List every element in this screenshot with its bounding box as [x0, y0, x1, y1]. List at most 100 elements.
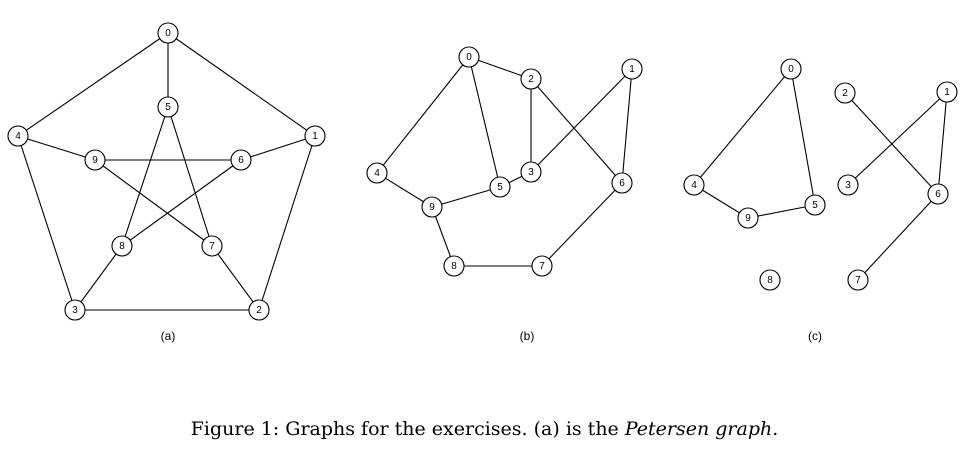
- panel-a-label: (a): [161, 329, 176, 343]
- node-circle: [520, 161, 542, 183]
- node-circle: [248, 299, 270, 321]
- edge-1-3: [847, 91, 948, 186]
- node-3: 3: [837, 174, 859, 196]
- edge-3-8: [74, 245, 123, 311]
- node-label: 1: [944, 87, 950, 98]
- node-7: 7: [201, 235, 223, 257]
- node-8: 8: [759, 269, 781, 291]
- node-circle: [611, 172, 633, 194]
- node-1: 1: [936, 81, 958, 103]
- node-label: 5: [165, 102, 171, 113]
- panel-c-nodes: 0 1 2 3 4 5 6 7 8 9: [683, 58, 958, 291]
- node-0: 0: [780, 58, 802, 80]
- node-label: 7: [855, 275, 861, 286]
- edge-6-7: [857, 193, 939, 281]
- node-label: 2: [842, 88, 848, 99]
- node-circle: [847, 269, 869, 291]
- node-circle: [230, 149, 252, 171]
- node-circle: [737, 207, 759, 229]
- node-5: 5: [489, 176, 511, 198]
- edge-4-9: [17, 135, 96, 161]
- panel-b-label: (b): [520, 329, 535, 343]
- node-circle: [304, 125, 326, 147]
- node-5: 5: [157, 96, 179, 118]
- node-6: 6: [611, 172, 633, 194]
- node-4: 4: [366, 162, 388, 184]
- graph-figure: 0 1 2 3 4 5 6 7 8 9 (a) 0 1 2 3 4 5 6 7 8 9 (b) 0 1 2 3 4 5 6 7 8 9…: [7, 22, 958, 343]
- node-circle: [366, 162, 388, 184]
- caption-prefix: Figure 1: Graphs for the exercises. (a) …: [190, 418, 625, 440]
- node-circle: [7, 125, 29, 147]
- node-label: 5: [497, 182, 503, 193]
- node-label: 5: [812, 200, 818, 211]
- figure-caption: Figure 1: Graphs for the exercises. (a) …: [0, 418, 969, 440]
- edge-1-6: [621, 68, 633, 184]
- node-circle: [489, 176, 511, 198]
- node-8: 8: [111, 235, 133, 257]
- edge-5-7: [167, 106, 213, 247]
- node-9: 9: [737, 207, 759, 229]
- edge-9-5: [431, 186, 501, 208]
- node-label: 7: [209, 241, 215, 252]
- node-circle: [443, 255, 465, 277]
- panel-a-edges: [17, 32, 316, 311]
- edge-4-0: [17, 32, 169, 137]
- node-label: 7: [539, 261, 545, 272]
- node-label: 3: [845, 180, 851, 191]
- node-label: 0: [466, 52, 472, 63]
- node-circle: [780, 58, 802, 80]
- node-3: 3: [520, 161, 542, 183]
- node-circle: [683, 174, 705, 196]
- node-circle: [421, 196, 443, 218]
- edge-1-6: [240, 135, 316, 161]
- caption-emphasis: Petersen graph: [624, 418, 773, 440]
- node-circle: [837, 174, 859, 196]
- node-label: 6: [935, 189, 941, 200]
- node-5: 5: [804, 194, 826, 216]
- node-label: 4: [374, 168, 380, 179]
- node-label: 1: [312, 131, 318, 142]
- edge-1-3: [530, 68, 633, 173]
- edge-0-4: [376, 56, 470, 174]
- node-0: 0: [157, 22, 179, 44]
- node-circle: [804, 194, 826, 216]
- edge-7-6: [541, 182, 623, 267]
- node-2: 2: [248, 299, 270, 321]
- node-label: 2: [256, 305, 262, 316]
- node-7: 7: [531, 255, 553, 277]
- node-6: 6: [230, 149, 252, 171]
- node-circle: [834, 82, 856, 104]
- node-7: 7: [847, 269, 869, 291]
- node-4: 4: [7, 125, 29, 147]
- node-9: 9: [421, 196, 443, 218]
- edge-0-2: [468, 56, 532, 80]
- node-label: 1: [629, 64, 635, 75]
- node-circle: [84, 149, 106, 171]
- node-1: 1: [304, 125, 326, 147]
- node-label: 8: [451, 261, 457, 272]
- node-8: 8: [443, 255, 465, 277]
- edge-4-9: [376, 172, 433, 208]
- edge-0-5: [468, 56, 501, 188]
- edge-2-7: [211, 245, 260, 311]
- node-circle: [621, 58, 643, 80]
- edge-6-8: [121, 159, 242, 247]
- node-circle: [201, 235, 223, 257]
- node-circle: [64, 299, 86, 321]
- edge-2-6: [530, 78, 623, 184]
- node-label: 0: [165, 28, 171, 39]
- node-label: 4: [15, 131, 21, 142]
- node-label: 9: [745, 213, 751, 224]
- node-circle: [520, 68, 542, 90]
- node-4: 4: [683, 174, 705, 196]
- node-circle: [759, 269, 781, 291]
- edge-9-5: [747, 204, 816, 219]
- node-0: 0: [458, 46, 480, 68]
- node-label: 4: [691, 180, 697, 191]
- node-circle: [531, 255, 553, 277]
- node-label: 6: [619, 178, 625, 189]
- edge-7-9: [94, 159, 213, 247]
